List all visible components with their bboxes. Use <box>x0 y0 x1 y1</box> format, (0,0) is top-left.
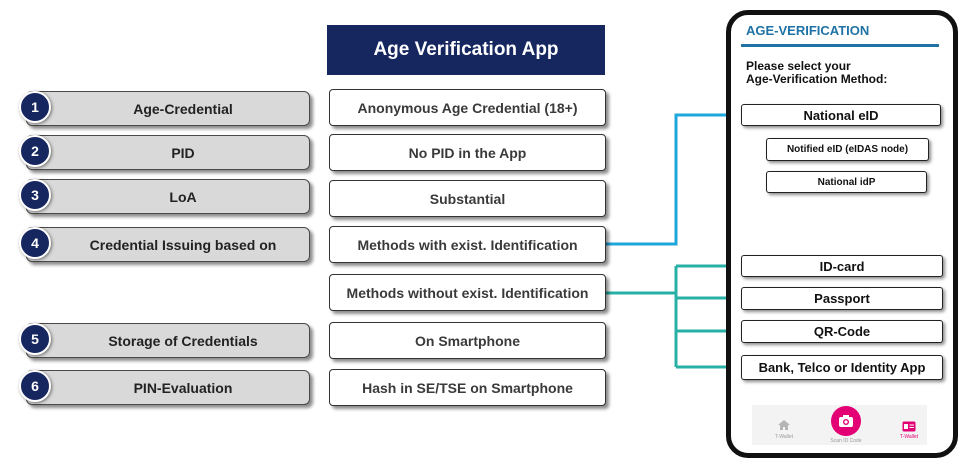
option-passport[interactable]: Passport <box>741 287 943 310</box>
nav-label-right: T-Wallet <box>899 434 919 440</box>
value-loa: Substantial <box>329 180 606 217</box>
value-methods-with-identification: Methods with exist. Identification <box>329 226 606 263</box>
nav-label-center: Scan ID Code <box>830 438 862 444</box>
camera-icon <box>838 414 854 428</box>
phone-prompt-line-1: Please select your <box>746 59 851 73</box>
row-1-number: 1 <box>19 91 51 123</box>
row-5-label: Storage of Credentials <box>26 323 310 358</box>
value-pin-evaluation: Hash in SE/TSE on Smartphone <box>329 369 606 406</box>
phone-prompt-line-2: Age-Verification Method: <box>746 72 888 86</box>
row-1-label: Age-Credential <box>26 91 310 126</box>
row-2-label: PID <box>26 135 310 170</box>
row-4-number: 4 <box>19 227 51 259</box>
option-notified-eid[interactable]: Notified eID (eIDAS node) <box>766 138 929 161</box>
home-icon[interactable] <box>777 418 791 430</box>
row-5-number: 5 <box>19 323 51 355</box>
option-id-card[interactable]: ID-card <box>741 255 943 277</box>
option-national-idp[interactable]: National idP <box>766 171 927 193</box>
row-3-label: LoA <box>26 179 310 214</box>
option-bank-telco-identity-app[interactable]: Bank, Telco or Identity App <box>741 355 943 380</box>
value-methods-without-identification: Methods without exist. Identification <box>329 274 606 311</box>
connector-with-identification <box>606 113 741 246</box>
row-2-number: 2 <box>19 135 51 167</box>
app-title-banner: Age Verification App <box>327 25 605 75</box>
row-6-label: PIN-Evaluation <box>26 370 310 405</box>
row-4-label: Credential Issuing based on <box>26 227 310 262</box>
value-pid: No PID in the App <box>329 134 606 171</box>
phone-screen-title: AGE-VERIFICATION <box>746 23 870 38</box>
option-qr-code[interactable]: QR-Code <box>741 320 943 343</box>
phone-title-underline <box>741 44 939 47</box>
row-6-number: 6 <box>19 370 51 402</box>
option-national-eid[interactable]: National eID <box>741 104 941 126</box>
id-card-icon[interactable] <box>902 419 916 432</box>
smartphone-frame <box>726 10 958 458</box>
nav-label-left: T-Wallet <box>774 434 794 440</box>
phone-prompt: Please select your Age-Verification Meth… <box>746 60 887 86</box>
row-3-number: 3 <box>19 179 51 211</box>
value-storage: On Smartphone <box>329 322 606 359</box>
value-age-credential: Anonymous Age Credential (18+) <box>329 89 606 126</box>
